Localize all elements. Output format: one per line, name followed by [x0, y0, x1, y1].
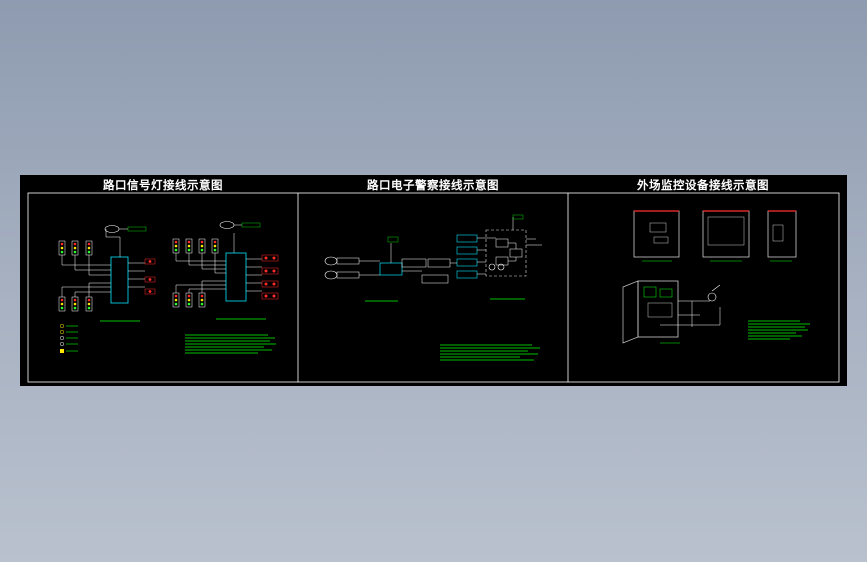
monitor-notes [748, 320, 810, 340]
outer-frame [27, 192, 840, 383]
cabinet-door [622, 280, 639, 344]
legend-lamps [59, 323, 78, 353]
controller-box [225, 252, 247, 302]
drawing-sheet: 路口信号灯接线示意图 路口电子警察接线示意图 外场监控设备接线示意图 [20, 175, 847, 386]
processor-box [379, 262, 403, 276]
signal-notes [185, 334, 276, 354]
cabinet-open [637, 280, 679, 338]
monitor-diagram [622, 210, 797, 344]
panel-title-monitor: 外场监控设备接线示意图 [637, 178, 769, 192]
camera-icon [324, 270, 338, 280]
panel-title-epolice: 路口电子警察接线示意图 [367, 178, 499, 192]
lamp-head [104, 225, 120, 233]
camera-icon [324, 256, 338, 266]
camera-icon [707, 292, 717, 302]
cabinet-side [767, 210, 797, 258]
lamp-dots [174, 240, 217, 306]
lamp-dots [60, 242, 91, 310]
controller-box [110, 256, 129, 304]
cabinet-outline [485, 229, 527, 277]
signal-diagram-right [172, 221, 279, 320]
cabinet-face [702, 210, 750, 258]
lamp-head [219, 221, 235, 229]
panel-title-signal: 路口信号灯接线示意图 [103, 178, 223, 192]
epolice-notes [440, 344, 540, 361]
epolice-diagram [324, 214, 542, 302]
signal-diagram-left [58, 225, 156, 353]
wiring-drawing [27, 192, 840, 383]
cabinet-front [633, 210, 680, 258]
